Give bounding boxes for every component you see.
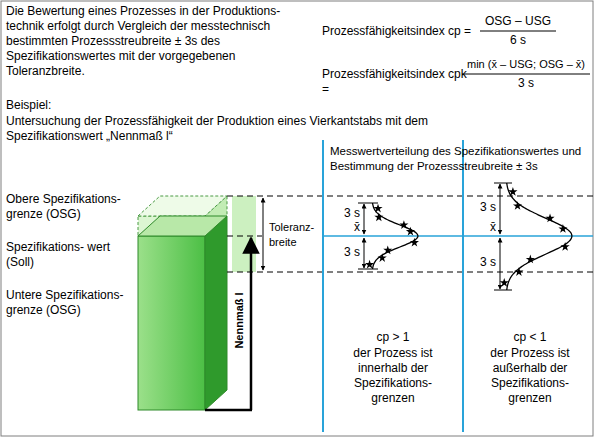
measurement-star (399, 220, 408, 229)
formula-denominator: 6 s (478, 33, 558, 48)
measurement-star (500, 278, 509, 287)
tick (358, 269, 378, 270)
spread-label: 3 s (330, 245, 360, 260)
measurement-star (410, 238, 419, 247)
bar-side (205, 216, 227, 410)
result-index: cp < 1 (470, 330, 590, 345)
mean-line (323, 235, 593, 237)
dimension-arrow (250, 238, 253, 410)
soll-line (227, 236, 262, 237)
mean-label: x̄ (466, 220, 496, 235)
measurement-star (558, 224, 567, 233)
usg-line (227, 272, 593, 273)
tolerance-arrow (263, 198, 264, 270)
spread-label: 3 s (466, 200, 496, 215)
intro-text: Die Bewertung eines Prozesses in der Pro… (6, 4, 308, 79)
result-index: cp > 1 (333, 330, 453, 345)
spread-arrow (364, 204, 365, 234)
measurement-star (508, 187, 517, 196)
section-heading: Beispiel: (6, 98, 126, 113)
panel-divider (322, 140, 324, 432)
formula-numerator: OSG – USG (478, 14, 558, 29)
osg-line (227, 196, 593, 197)
measurement-star (514, 267, 523, 276)
tolerance-band (232, 196, 256, 272)
mean-label: x̄ (330, 220, 360, 235)
tick (494, 290, 512, 291)
measurement-star (561, 242, 570, 251)
measurement-star (513, 201, 522, 210)
measurement-star (365, 260, 374, 269)
spread-arrow (500, 184, 501, 234)
tick (358, 203, 378, 204)
fraction-bar (480, 31, 556, 32)
measurement-star (383, 245, 392, 254)
tick (494, 183, 512, 184)
panel-divider (462, 140, 464, 432)
measurement-star (526, 255, 535, 264)
measurement-star (374, 212, 383, 221)
formula-numerator: min (x̄ – USG; OSG – x̄) (460, 57, 592, 72)
formula-label: Prozessfähigkeitsindex cp = (322, 24, 480, 39)
panel-title: Messwertverteilung des Spezifikationswer… (330, 144, 592, 174)
measurement-star (545, 214, 554, 223)
result-text: der Prozess ist innerhalb der Spezifikat… (338, 346, 448, 406)
distribution-curve (507, 183, 572, 290)
dimension-label: Nennmaß l (231, 292, 246, 348)
formula-denominator: 3 s (460, 76, 592, 91)
bar-top (138, 216, 227, 236)
ghost-top (138, 196, 227, 216)
example-text: Untersuchung der Prozessfähigkeit der Pr… (6, 114, 506, 144)
tolerance-label: Toleranz- breite (269, 220, 321, 250)
result-text: der Prozess ist außerhalb der Spezifikat… (475, 346, 585, 406)
distribution-curve (373, 203, 418, 269)
fraction-bar (462, 74, 590, 75)
limit-label: Untere Spezifikations- grenze (OSG) (6, 288, 131, 318)
spread-arrow (364, 238, 365, 268)
bar-front (138, 236, 205, 410)
spread-label: 3 s (330, 206, 360, 221)
limit-label: Obere Spezifikations- grenze (OSG) (6, 192, 131, 222)
dimension-base (205, 409, 252, 412)
measurement-star (378, 253, 387, 262)
formula-label: Prozessfähigkeitsindex cpk = (322, 67, 472, 97)
measurement-star (406, 227, 415, 236)
spread-label: 3 s (466, 255, 496, 270)
measurement-star (373, 204, 382, 213)
limit-label: Spezifikations- wert (Soll) (6, 240, 131, 270)
